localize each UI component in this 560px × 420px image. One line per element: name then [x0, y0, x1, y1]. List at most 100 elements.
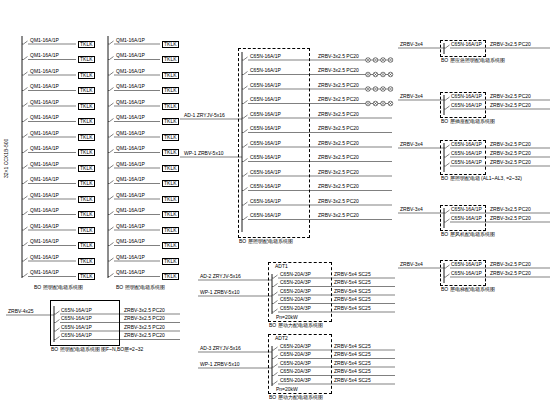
- wire-line: [444, 268, 446, 269]
- breaker-symbol: [56, 311, 60, 314]
- bus-line: [272, 274, 273, 314]
- breaker-symbol: [274, 275, 278, 278]
- wire-line: [278, 358, 395, 359]
- wire-line: [60, 339, 180, 340]
- breaker-symbol: [24, 103, 28, 106]
- wire-line: [398, 100, 444, 101]
- wire-line: [398, 213, 444, 214]
- wire-line: [248, 161, 392, 162]
- circuit-label: WP-1 ZRBV-5x10: [200, 362, 239, 367]
- lamp-cross: [389, 58, 392, 61]
- circuit-label: QM1-16A/1P: [116, 270, 145, 275]
- circuit-label: ZRBV-3x2.5 PC20: [490, 262, 531, 267]
- wire-line: [398, 48, 444, 49]
- wire-line: [28, 121, 76, 122]
- circuit-label: C65N-16A/1P: [250, 54, 281, 59]
- circuit-label: C65N-16A/1P: [250, 141, 281, 146]
- panel-name: ADT2: [275, 336, 331, 341]
- load-tag: TKLK: [78, 41, 95, 48]
- wire-line: [114, 245, 160, 246]
- circuit-label: AD-3 ZRYJV-5x16: [200, 346, 241, 351]
- circuit-label: QM1-16A/1P: [30, 224, 59, 229]
- wire-line: [28, 276, 76, 277]
- breaker-symbol: [110, 57, 114, 60]
- wire-line: [22, 90, 24, 91]
- breaker-symbol: [24, 212, 28, 215]
- breaker-symbol: [110, 212, 114, 215]
- wire-line: [28, 199, 76, 200]
- wire-line: [28, 59, 76, 60]
- wire-line: [108, 230, 110, 231]
- breaker-symbol: [110, 150, 114, 153]
- breaker-symbol: [24, 243, 28, 246]
- circuit-label: C65N-20A/3P: [280, 297, 311, 302]
- circuit-label: C65N-16A/1P: [61, 308, 92, 313]
- wire-line: [54, 322, 56, 323]
- circuit-label: QM1-16A/1P: [30, 115, 59, 120]
- circuit-label: C65N-16A/1P: [451, 151, 482, 156]
- circuit-label: QM1-16A/1P: [116, 224, 145, 229]
- wire-line: [444, 148, 446, 149]
- load-tag: TKLK: [78, 258, 95, 265]
- circuit-label: ZRBV-3x2.5 PC20: [318, 68, 359, 73]
- breaker-symbol: [110, 88, 114, 91]
- wire-line: [444, 157, 446, 158]
- load-tag: TKLK: [162, 149, 179, 156]
- breaker-symbol: [244, 57, 248, 60]
- wire-line: [108, 90, 110, 91]
- circuit-label: ZRBV-4x25: [8, 309, 34, 314]
- breaker-symbol: [56, 337, 60, 340]
- wire-line: [22, 183, 24, 184]
- wire-line: [278, 375, 395, 376]
- breaker-symbol: [24, 274, 28, 277]
- circuit-label: QM1-16A/1P: [30, 38, 59, 43]
- wire-line: [108, 59, 110, 60]
- circuit-label: ZRBV-3x2.5 PC20: [124, 308, 165, 313]
- bus-line: [242, 52, 243, 232]
- wire-line: [242, 176, 244, 177]
- wire-line: [22, 214, 24, 215]
- wire-line: [242, 132, 244, 133]
- circuit-label: QM1-16A/1P: [30, 100, 59, 105]
- circuit-label: ZRBV-3x2.5 PC20: [490, 216, 531, 221]
- circuit-label: ZRBV-5x4 SC25: [334, 344, 371, 349]
- wire-line: [272, 312, 274, 313]
- bus-label: 32×1 CCX1B-500: [4, 139, 9, 178]
- circuit-label: ZRBV-3x2.5 PC20: [124, 333, 165, 338]
- panel-title: BO 层应急照明配电箱系统图: [441, 58, 505, 64]
- lamp-symbol: [381, 87, 386, 92]
- circuit-label: ZRBV-3x2.5 PC20: [318, 141, 359, 146]
- wire-line: [114, 121, 160, 122]
- lamp-cross: [389, 102, 392, 105]
- wire-line: [114, 230, 160, 231]
- circuit-label: ZRBV-3x4: [400, 42, 423, 47]
- breaker-symbol: [446, 154, 450, 157]
- lamp-symbol: [366, 72, 371, 77]
- wire-line: [6, 315, 54, 316]
- circuit-label: ZRBV-3x2.5 PC20: [318, 112, 359, 117]
- lamp-circle: [373, 72, 378, 77]
- breaker-symbol: [274, 292, 278, 295]
- bus-line: [108, 36, 109, 278]
- load-tag: TKLK: [78, 165, 95, 172]
- circuit-label: QM1-16A/1P: [30, 69, 59, 74]
- breaker-symbol: [24, 165, 28, 168]
- circuit-label: QM1-16A/1P: [30, 193, 59, 198]
- circuit-label: ZRBV-3x2.5 PC20: [490, 142, 531, 147]
- circuit-label: C65N-16A/1P: [451, 42, 482, 47]
- wire-line: [198, 296, 272, 297]
- circuit-label: WP-1 ZRBV-5x10: [184, 151, 223, 156]
- bus-line: [444, 263, 445, 283]
- wire-line: [22, 137, 24, 138]
- circuit-label: ZRBV-3x2.5 PC20: [318, 170, 359, 175]
- load-tag: TKLK: [78, 242, 95, 249]
- circuit-label: QM1-16A/1P: [116, 239, 145, 244]
- circuit-label: ZRBV-5x4 SC25: [334, 289, 371, 294]
- wire-line: [398, 148, 444, 149]
- wire-line: [278, 278, 395, 279]
- circuit-label: QM1-16A/1P: [30, 53, 59, 58]
- wire-line: [22, 75, 24, 76]
- wire-line: [450, 100, 550, 101]
- wire-line: [108, 276, 110, 277]
